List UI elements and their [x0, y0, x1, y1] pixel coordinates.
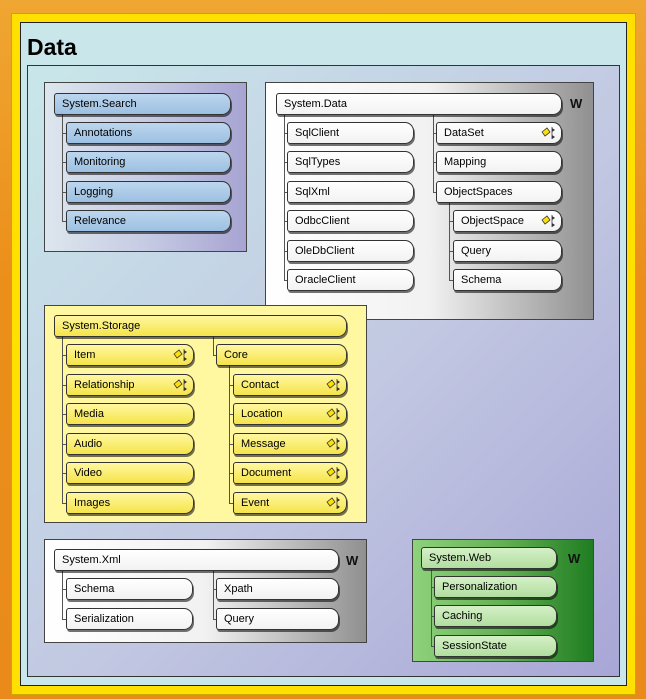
objectspaces-query-node[interactable]: Query — [453, 240, 562, 262]
page-title: Data — [27, 34, 77, 60]
system-web-node[interactable]: System.Web — [421, 547, 557, 569]
storage-media-node[interactable]: Media — [66, 403, 194, 425]
objectspaces-schema-node[interactable]: Schema — [453, 269, 562, 291]
data-sqlclient-node[interactable]: SqlClient — [287, 122, 414, 144]
data-sqltypes-node[interactable]: SqlTypes — [287, 151, 414, 173]
data-mapping-node[interactable]: Mapping — [436, 151, 562, 173]
storage-relationship-node[interactable]: Relationship — [66, 374, 194, 396]
data-sqlxml-node[interactable]: SqlXml — [287, 181, 414, 203]
class-type-icon — [173, 349, 187, 361]
class-type-icon — [326, 438, 340, 450]
data-oledbclient-node[interactable]: OleDbClient — [287, 240, 414, 262]
web-caching-node[interactable]: Caching — [434, 605, 557, 627]
search-relevance-node[interactable]: Relevance — [66, 210, 231, 232]
core-document-node[interactable]: Document — [233, 462, 347, 484]
storage-audio-node[interactable]: Audio — [66, 433, 194, 455]
storage-core-node[interactable]: Core — [216, 344, 347, 366]
objectspace-node[interactable]: ObjectSpace — [453, 210, 562, 232]
data-objectspaces-node[interactable]: ObjectSpaces — [436, 181, 562, 203]
objectspace-label: ObjectSpace — [461, 215, 524, 227]
class-type-icon — [326, 379, 340, 391]
connector — [62, 115, 63, 222]
system-data-node[interactable]: System.Data — [276, 93, 562, 115]
core-event-node[interactable]: Event — [233, 492, 347, 514]
dataset-label: DataSet — [444, 127, 484, 139]
core-location-node[interactable]: Location — [233, 403, 347, 425]
relationship-label: Relationship — [74, 379, 135, 391]
web-personalization-node[interactable]: Personalization — [434, 576, 557, 598]
system-storage-node[interactable]: System.Storage — [54, 315, 347, 337]
system-search-node[interactable]: System.Search — [54, 93, 231, 115]
w-badge: W — [346, 553, 359, 568]
event-label: Event — [241, 497, 270, 509]
web-sessionstate-node[interactable]: SessionState — [434, 635, 557, 657]
xml-xpath-node[interactable]: Xpath — [216, 578, 339, 600]
class-type-icon — [326, 408, 340, 420]
contact-label: Contact — [241, 379, 279, 391]
class-type-icon — [326, 497, 340, 509]
class-type-icon — [541, 127, 555, 139]
xml-query-node[interactable]: Query — [216, 608, 339, 630]
storage-item-node[interactable]: Item — [66, 344, 194, 366]
location-label: Location — [241, 408, 283, 420]
storage-images-node[interactable]: Images — [66, 492, 194, 514]
xml-serialization-node[interactable]: Serialization — [66, 608, 193, 630]
document-label: Document — [241, 467, 292, 479]
class-type-icon — [173, 379, 187, 391]
core-message-node[interactable]: Message — [233, 433, 347, 455]
item-label: Item — [74, 349, 96, 361]
class-type-icon — [541, 215, 555, 227]
data-oracleclient-node[interactable]: OracleClient — [287, 269, 414, 291]
message-label: Message — [241, 438, 286, 450]
storage-video-node[interactable]: Video — [66, 462, 194, 484]
xml-schema-node[interactable]: Schema — [66, 578, 193, 600]
w-badge: W — [570, 96, 583, 111]
data-dataset-node[interactable]: DataSet — [436, 122, 562, 144]
core-contact-node[interactable]: Contact — [233, 374, 347, 396]
data-odbcclient-node[interactable]: OdbcClient — [287, 210, 414, 232]
system-xml-node[interactable]: System.Xml — [54, 549, 339, 571]
search-logging-node[interactable]: Logging — [66, 181, 231, 203]
class-type-icon — [326, 467, 340, 479]
search-annotations-node[interactable]: Annotations — [66, 122, 231, 144]
w-badge: W — [568, 551, 581, 566]
search-monitoring-node[interactable]: Monitoring — [66, 151, 231, 173]
